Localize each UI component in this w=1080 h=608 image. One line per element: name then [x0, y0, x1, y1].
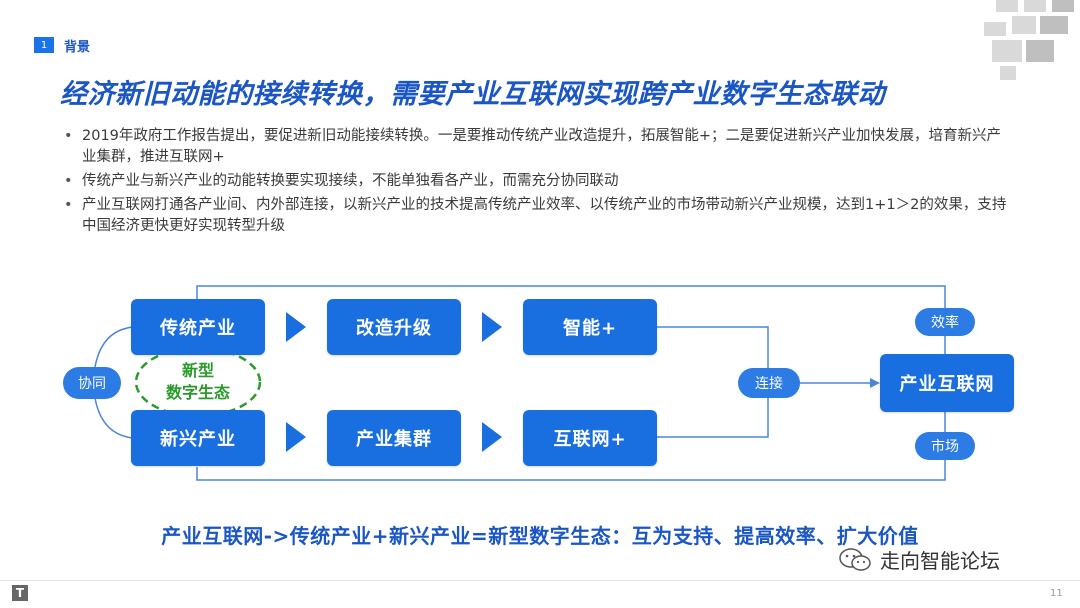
decorative-square [992, 40, 1022, 62]
section-number-badge: 1 [34, 37, 54, 53]
arrow-icon [286, 312, 306, 342]
coordination-pill: 协同 [63, 367, 121, 399]
decorative-square [1012, 16, 1036, 34]
coord-bottom-curve [94, 397, 134, 439]
ecosystem-label: 新型 数字生态 [148, 360, 248, 404]
arrowhead-icon [870, 378, 880, 388]
decorative-square [1052, 0, 1074, 12]
page-title: 经济新旧动能的接续转换，需要产业互联网实现跨产业数字生态联动 [60, 79, 885, 110]
arrow-icon [482, 312, 502, 342]
decorative-square [1000, 66, 1016, 80]
arrow-icon [482, 422, 502, 452]
smart-plus-box: 智能+ [523, 299, 657, 355]
decorative-square [1040, 16, 1068, 34]
footer-divider [0, 580, 1080, 581]
summary-text: 产业互联网->传统产业+新兴产业=新型数字生态：互为支持、提高效率、扩大价值 [161, 524, 919, 548]
decorative-square [1026, 40, 1054, 62]
page-number: 11 [1050, 588, 1063, 599]
section-label: 背景 [64, 40, 91, 55]
bullet-item: 传统产业与新兴产业的动能转换要实现接续，不能单独看各产业，而需充分协同联动 [62, 171, 1012, 192]
market-pill: 市场 [915, 432, 975, 460]
connection-pill: 连接 [738, 368, 800, 398]
watermark: 走向智能论坛 [838, 545, 1000, 574]
bottom-loop-line [196, 460, 946, 481]
ecosystem-line-2: 数字生态 [165, 383, 230, 402]
emerging-industry-box: 新兴产业 [131, 410, 265, 466]
coord-top-curve [94, 326, 134, 368]
ecosystem-line-1: 新型 [181, 361, 214, 380]
industrial-internet-box: 产业互联网 [880, 354, 1014, 412]
arrow-icon [286, 422, 306, 452]
watermark-text: 走向智能论坛 [880, 549, 1000, 573]
wechat-icon [838, 547, 872, 573]
decorative-square [996, 0, 1018, 12]
bullet-item: 产业互联网打通各产业间、内外部连接，以新兴产业的技术提高传统产业效率、以传统产业… [62, 195, 1012, 237]
bullet-item: 2019年政府工作报告提出，要促进新旧动能接续转换。一是要推动传统产业改造提升，… [62, 126, 1012, 168]
top-loop-line [196, 285, 946, 310]
footer-logo: T [12, 585, 28, 601]
decorative-square [984, 22, 1006, 36]
internet-to-connect [657, 398, 769, 438]
bullet-list: 2019年政府工作报告提出，要促进新旧动能接续转换。一是要推动传统产业改造提升，… [62, 126, 1012, 240]
industry-cluster-box: 产业集群 [327, 410, 461, 466]
internet-plus-box: 互联网+ [523, 410, 657, 466]
decorative-square [1024, 0, 1046, 12]
upgrade-box: 改造升级 [327, 299, 461, 355]
efficiency-pill: 效率 [915, 308, 975, 336]
smart-to-connect [657, 326, 769, 368]
traditional-industry-box: 传统产业 [131, 299, 265, 355]
ecosystem-ellipse [134, 346, 262, 418]
